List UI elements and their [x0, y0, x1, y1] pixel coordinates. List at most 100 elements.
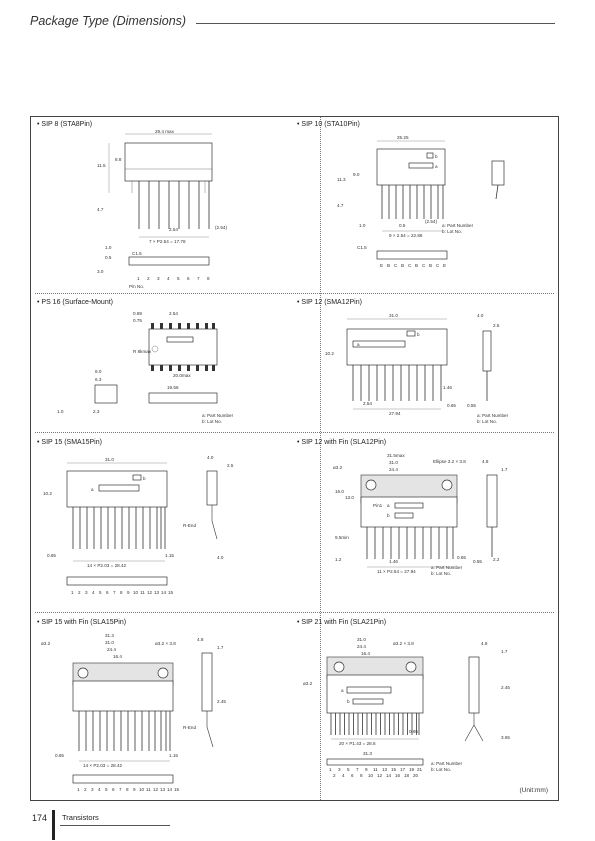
- marking-label: a: [91, 487, 94, 492]
- column-divider: [320, 117, 321, 800]
- row-divider-1: [35, 293, 554, 294]
- package-bottom-view: [326, 758, 424, 766]
- pin-number-label: Pin No.: [129, 284, 144, 289]
- dim-label: 2.54: [169, 227, 178, 232]
- dim-label: 16.4: [113, 654, 122, 659]
- svg-text:14: 14: [386, 773, 392, 778]
- svg-text:13: 13: [160, 787, 166, 792]
- package-side-view: [201, 652, 213, 712]
- svg-text:7: 7: [113, 590, 116, 595]
- svg-text:10: 10: [368, 773, 374, 778]
- dim-label: (2.54): [425, 219, 437, 224]
- package-sip8: • SIP 8 (STA8Pin) 29.4 max 11.5 8.8 4.7 …: [37, 121, 317, 291]
- package-body: [326, 674, 424, 714]
- svg-text:1: 1: [77, 787, 80, 792]
- footer-bar: [52, 810, 55, 840]
- dim-label: 24.4: [107, 647, 116, 652]
- package-title: • PS 16 (Surface-Mount): [37, 299, 113, 306]
- sip12fin-drawing: 31.5max 31.0 24.4 ø3.2 Ellipse 3.2 × 3.8…: [333, 453, 508, 576]
- svg-text:5: 5: [347, 767, 350, 772]
- svg-text:1: 1: [71, 590, 74, 595]
- svg-text:6: 6: [351, 773, 354, 778]
- sip21fin-drawing: 31.0 24.4 16.4 ø3.2 × 3.8 ø3.2 a b: [303, 637, 510, 778]
- svg-text:20: 20: [413, 773, 419, 778]
- package-side-view: [482, 330, 492, 372]
- dim-label: 0.89: [133, 311, 142, 316]
- dim-label: 0.55: [473, 559, 482, 564]
- lot-number-box: [394, 512, 414, 519]
- part-number-box: [166, 336, 194, 343]
- package-title: • SIP 12 (SMA12Pin): [297, 299, 362, 306]
- svg-text:3: 3: [85, 590, 88, 595]
- pin1-mark: [151, 345, 159, 353]
- mounting-hole: [405, 661, 417, 673]
- marking-label: a: [387, 503, 390, 508]
- lot-number-box: [132, 474, 142, 481]
- dim-label: 1.2: [335, 557, 342, 562]
- dim-label: 14 × P2.03 = 28.42: [87, 563, 127, 568]
- dim-label: 4.8: [481, 641, 488, 646]
- svg-text:9: 9: [127, 590, 130, 595]
- lead-profile: [211, 505, 218, 540]
- part-number-box: [408, 162, 434, 169]
- package-side-view: [206, 470, 218, 506]
- dim-label: 31.0: [105, 640, 114, 645]
- header-rule: [196, 23, 555, 24]
- legend-line: b: Lot No.: [477, 419, 497, 424]
- svg-text:2: 2: [147, 276, 150, 281]
- mounting-hole: [77, 667, 89, 679]
- package-side-view: [148, 392, 218, 404]
- dim-label: 31.3: [105, 633, 114, 638]
- marking-label: b: [387, 513, 390, 518]
- svg-text:1: 1: [329, 767, 332, 772]
- dim-label: ø3.2 × 3.8: [155, 641, 176, 646]
- svg-text:8: 8: [126, 787, 129, 792]
- sip8-drawing: 29.4 max 11.5 8.8 4.7 2.54 (2.54) 7 × P2…: [97, 129, 227, 289]
- svg-text:2: 2: [84, 787, 87, 792]
- svg-text:7: 7: [356, 767, 359, 772]
- dim-label: 31.0: [105, 457, 114, 462]
- svg-text:2: 2: [78, 590, 81, 595]
- dim-label: 0.65: [457, 555, 466, 560]
- page-header: Package Type (Dimensions): [30, 14, 555, 34]
- lot-number-box: [426, 152, 434, 159]
- dim-label: 11.5: [97, 163, 106, 168]
- package-end-view: [94, 384, 118, 404]
- svg-text:B: B: [429, 263, 432, 268]
- svg-text:9: 9: [133, 787, 136, 792]
- dim-label: 2.3: [93, 409, 100, 414]
- package-sip15-fin: • SIP 15 with Fin (SLA15Pin) 31.3 31.0 2…: [37, 619, 317, 797]
- svg-text:13: 13: [154, 590, 160, 595]
- marking-label: a: [357, 342, 360, 347]
- sip15fin-leads: [78, 711, 171, 751]
- sip10-drawing: 25.25 b a 11.3 9.0 4.7 1.0 0.5 (2.54) 9 …: [337, 135, 505, 268]
- package-bottom-view: [66, 576, 168, 586]
- sip21fin-leads: [330, 713, 420, 735]
- ps16-drawing: 0.89 2.54 0.75 R 8kmax 20.0max 8.0 6.3 1…: [57, 311, 234, 424]
- dim-label: 31.0: [389, 313, 398, 318]
- svg-text:21: 21: [417, 767, 423, 772]
- dim-label: 4.0: [217, 555, 224, 560]
- sip15fin-drawing: 31.3 31.0 24.4 16.4 ø3.2 ø3.2 × 3.8 0.65: [41, 633, 226, 792]
- marking-label: Pin1: [373, 503, 383, 508]
- lot-number-box: [406, 330, 416, 337]
- package-title: • SIP 15 with Fin (SLA15Pin): [37, 619, 127, 626]
- dim-label: 2.5: [493, 323, 500, 328]
- dim-label: 4.7: [337, 203, 344, 208]
- dim-label: 1.7: [217, 645, 224, 650]
- sip15-leads: [72, 507, 166, 549]
- package-body: [124, 142, 213, 182]
- dim-label: 11 × P2.54 = 27.94: [377, 569, 416, 574]
- svg-text:7: 7: [197, 276, 200, 281]
- dim-label: 8.8: [115, 157, 122, 162]
- svg-text:3: 3: [338, 767, 341, 772]
- package-body: [360, 496, 458, 528]
- package-ps16: • PS 16 (Surface-Mount) 0.89 2.54 0.75 R…: [37, 299, 317, 429]
- svg-text:12: 12: [147, 590, 153, 595]
- dim-label: ø3.2: [41, 641, 51, 646]
- dim-label: 1.15: [165, 553, 174, 558]
- dim-label: 13.0: [345, 495, 354, 500]
